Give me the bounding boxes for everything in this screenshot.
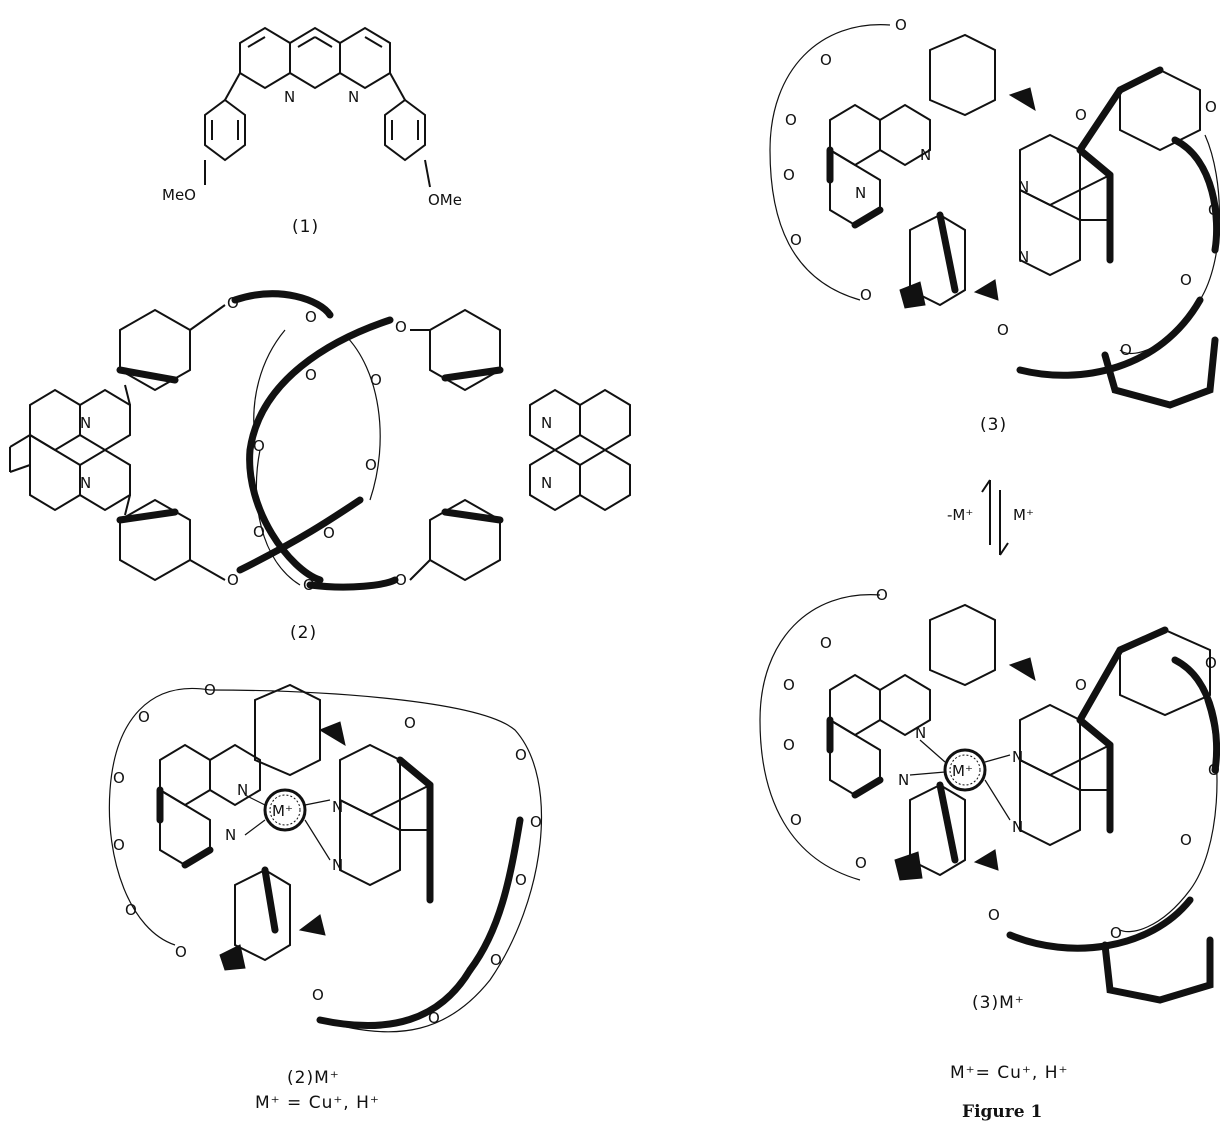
oxygen-label: O xyxy=(1205,98,1217,116)
oxygen-label: O xyxy=(1205,654,1217,672)
oxygen-label: O xyxy=(783,676,795,694)
nitrogen-label: N xyxy=(284,88,295,106)
oxygen-label: O xyxy=(305,366,317,384)
metal-definition-left: M⁺ = Cu⁺, H⁺ xyxy=(255,1093,380,1113)
methoxy-label-right: OMe xyxy=(428,191,462,209)
oxygen-label: O xyxy=(204,681,216,699)
oxygen-label: O xyxy=(490,951,502,969)
nitrogen-label: N xyxy=(541,414,552,432)
oxygen-label: O xyxy=(895,16,907,34)
oxygen-label: O xyxy=(790,811,802,829)
compound-1-structure: N N MeO OMe xyxy=(162,26,462,209)
oxygen-label: O xyxy=(428,1009,440,1027)
nitrogen-label: N xyxy=(348,88,359,106)
oxygen-label: O xyxy=(855,854,867,872)
compound-2-label: (2) xyxy=(290,623,317,643)
oxygen-label: O xyxy=(820,634,832,652)
oxygen-label: O xyxy=(113,836,125,854)
oxygen-label: O xyxy=(1075,106,1087,124)
compound-3m-structure: M⁺ N N N N O O O O O O O O O O O O xyxy=(759,586,1220,1004)
oxygen-label: O xyxy=(253,523,265,541)
oxygen-label: O xyxy=(370,371,382,389)
oxygen-label: O xyxy=(876,586,888,604)
nitrogen-label: N xyxy=(225,826,236,844)
oxygen-label: O xyxy=(395,318,407,336)
figure-caption: Figure 1 xyxy=(962,1102,1042,1122)
nitrogen-label: N xyxy=(1018,248,1029,266)
oxygen-label: O xyxy=(404,714,416,732)
oxygen-label: O xyxy=(227,571,239,589)
oxygen-label: O xyxy=(395,571,407,589)
oxygen-label: O xyxy=(175,943,187,961)
oxygen-label: O xyxy=(1208,761,1220,779)
oxygen-label: O xyxy=(365,456,377,474)
nitrogen-label: N xyxy=(332,798,343,816)
oxygen-label: O xyxy=(303,576,315,594)
oxygen-label: O xyxy=(783,166,795,184)
nitrogen-label: N xyxy=(1012,818,1023,836)
oxygen-label: O xyxy=(530,813,542,831)
nitrogen-label: N xyxy=(898,771,909,789)
nitrogen-label: N xyxy=(1012,748,1023,766)
compound-2-structure: N N N N O O O O O O O O O xyxy=(9,290,631,594)
nitrogen-label: N xyxy=(237,781,248,799)
oxygen-label: O xyxy=(515,871,527,889)
oxygen-label: O xyxy=(783,736,795,754)
compound-1-label: (1) xyxy=(292,217,319,237)
nitrogen-label: N xyxy=(1018,178,1029,196)
nitrogen-label: N xyxy=(332,856,343,874)
oxygen-label: O xyxy=(312,986,324,1004)
oxygen-label: O xyxy=(1075,676,1087,694)
oxygen-label: O xyxy=(1110,924,1122,942)
nitrogen-label: N xyxy=(920,146,931,164)
oxygen-label: O xyxy=(988,906,1000,924)
oxygen-label: O xyxy=(860,286,872,304)
compound-3-structure: N N N N O O O O O O O O O O O O xyxy=(769,16,1220,409)
oxygen-label: O xyxy=(138,708,150,726)
oxygen-label: O xyxy=(227,294,239,312)
oxygen-label: O xyxy=(1120,341,1132,359)
oxygen-label: O xyxy=(820,51,832,69)
oxygen-label: O xyxy=(1208,201,1220,219)
oxygen-label: O xyxy=(1180,831,1192,849)
metal-ion-label: M⁺ xyxy=(952,762,973,780)
oxygen-label: O xyxy=(323,524,335,542)
nitrogen-label: N xyxy=(915,724,926,742)
nitrogen-label: N xyxy=(80,474,91,492)
oxygen-label: O xyxy=(253,437,265,455)
oxygen-label: O xyxy=(785,111,797,129)
oxygen-label: O xyxy=(515,746,527,764)
compound-2m-structure: M⁺ N N N N O O O O O O O O O O O O O xyxy=(108,681,543,1033)
metal-ion-label: M⁺ xyxy=(272,802,293,820)
nitrogen-label: N xyxy=(855,184,866,202)
compound-3m-label: (3)M⁺ xyxy=(972,993,1025,1013)
reverse-condition-label: -M⁺ xyxy=(947,506,973,524)
compound-2m-label: (2)M⁺ xyxy=(287,1068,340,1088)
nitrogen-label: N xyxy=(541,474,552,492)
oxygen-label: O xyxy=(1180,271,1192,289)
nitrogen-label: N xyxy=(80,414,91,432)
metal-definition-right: M⁺= Cu⁺, H⁺ xyxy=(950,1063,1068,1083)
oxygen-label: O xyxy=(305,308,317,326)
methoxy-label-left: MeO xyxy=(162,186,196,204)
forward-condition-label: M⁺ xyxy=(1013,506,1034,524)
oxygen-label: O xyxy=(125,901,137,919)
equilibrium-arrows xyxy=(981,479,1009,556)
compound-3-label: (3) xyxy=(980,415,1007,435)
oxygen-label: O xyxy=(997,321,1009,339)
oxygen-label: O xyxy=(113,769,125,787)
oxygen-label: O xyxy=(790,231,802,249)
